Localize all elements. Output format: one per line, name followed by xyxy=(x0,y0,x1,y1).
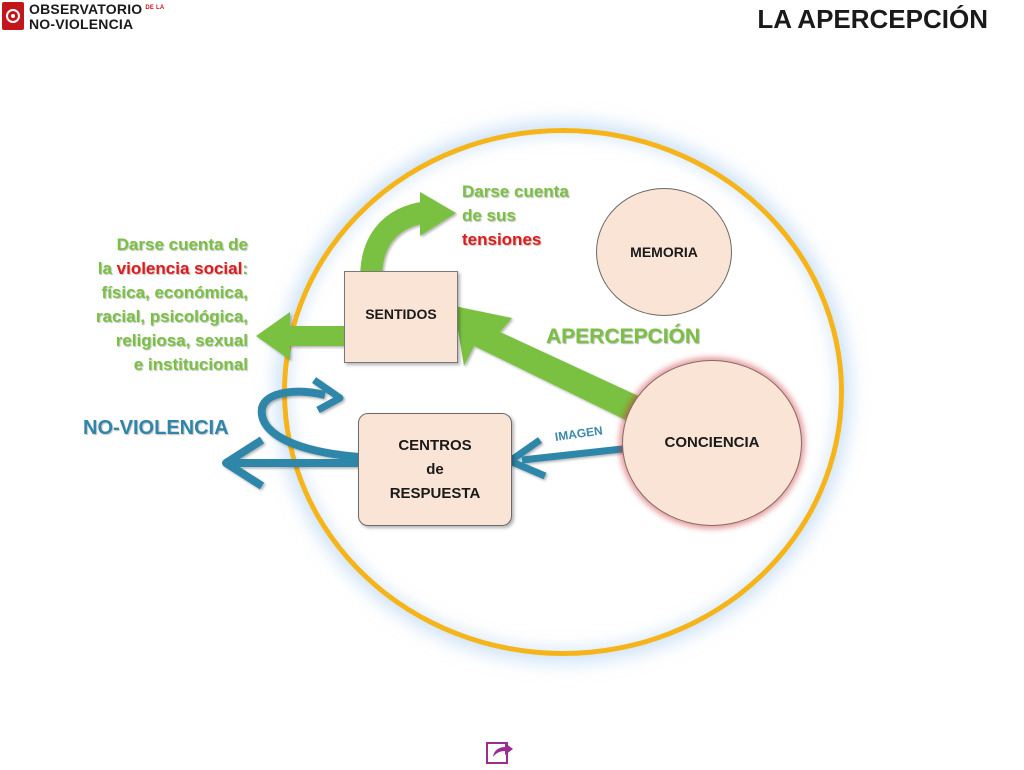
conciencia-label: CONCIENCIA xyxy=(664,434,760,451)
violencia-line4: racial, psicológica, xyxy=(95,307,248,326)
memoria-label: MEMORIA xyxy=(630,244,698,260)
noviolencia-label: NO-VIOLENCIA xyxy=(83,417,229,439)
violencia-line2-pre: la xyxy=(97,259,117,278)
centros-label: CENTROS de RESPUESTA xyxy=(359,434,511,506)
violencia-line6: e institucional xyxy=(133,355,248,374)
conciencia-node: CONCIENCIA xyxy=(622,360,802,526)
page-title: LA APERCEPCIÓN xyxy=(757,4,988,34)
tensiones-line1: Darse cuenta xyxy=(462,182,569,201)
tensiones-text: Darse cuenta de sus tensiones xyxy=(462,180,569,252)
sentidos-label: SENTIDOS xyxy=(365,306,437,322)
sentidos-left-arrow xyxy=(256,312,350,360)
centros-curved-arrow xyxy=(257,377,379,462)
violencia-line2: la violencia social: xyxy=(30,257,248,281)
noviolencia-arrow xyxy=(222,436,378,490)
apercepcion-arrow xyxy=(454,306,660,424)
apercepcion-label: APERCEPCIÓN xyxy=(546,325,701,348)
centros-label-line1: CENTROS xyxy=(398,437,472,454)
share-arrow-icon[interactable] xyxy=(485,737,515,765)
centros-de-respuesta-node: CENTROS de RESPUESTA xyxy=(358,413,512,526)
logo-emblem-icon xyxy=(2,2,24,30)
violencia-line5: religiosa, sexual xyxy=(115,331,248,350)
violencia-line3: física, económica, xyxy=(101,283,248,302)
tensiones-line3: tensiones xyxy=(462,230,542,249)
centros-label-line2: de xyxy=(426,461,444,478)
violencia-line1: Darse cuenta de xyxy=(116,235,248,254)
imagen-arrow xyxy=(506,437,641,480)
violencia-line2-highlight: violencia social xyxy=(116,259,243,278)
memoria-node: MEMORIA xyxy=(596,188,732,316)
centros-label-line3: RESPUESTA xyxy=(389,485,481,502)
violencia-social-text: Darse cuenta de la violencia social: fís… xyxy=(30,233,248,377)
sentidos-node: SENTIDOS xyxy=(344,271,458,363)
tensiones-line2: de sus xyxy=(462,206,516,225)
logo-text-line2: NO-VIOLENCIA xyxy=(29,16,134,32)
violencia-line2-post: : xyxy=(242,259,248,278)
